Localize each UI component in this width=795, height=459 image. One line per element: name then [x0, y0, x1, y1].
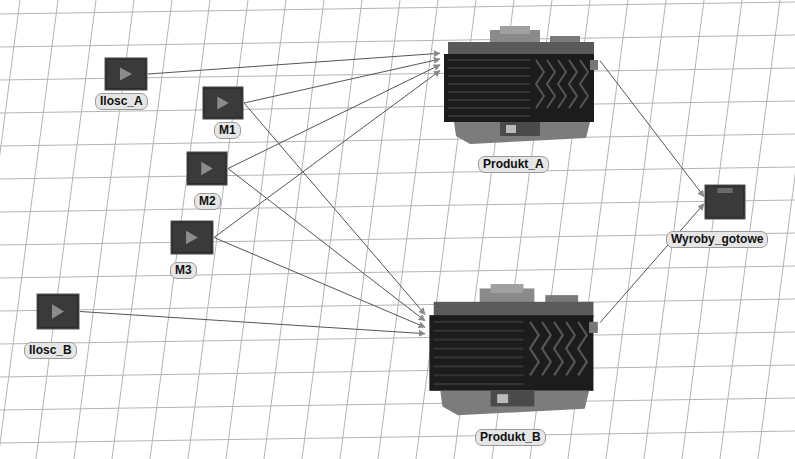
block-label: Wyroby_gotowe [666, 231, 768, 248]
grid-line [378, 0, 438, 459]
machine-block: Produkt_B [425, 284, 600, 422]
block-icon [440, 26, 600, 150]
source-block: Ilosc_A [104, 57, 148, 91]
grid-line [0, 332, 795, 344]
flow-connector [228, 169, 425, 321]
grid-line [0, 431, 795, 443]
flow-connector [244, 59, 440, 103]
grid-line [0, 0, 20, 459]
block-icon [704, 184, 746, 220]
grid-line [0, 398, 795, 410]
grid-line [302, 0, 362, 459]
block-label: M3 [170, 262, 197, 279]
block-label: Ilosc_A [95, 93, 148, 110]
block-label: Produkt_B [475, 429, 546, 446]
block-icon [425, 284, 600, 422]
flow-connector [148, 53, 440, 74]
grid-line [0, 2, 795, 14]
block-icon [186, 151, 228, 186]
source-block: M1 [202, 86, 244, 120]
grid-line [340, 0, 400, 459]
grid-line [0, 134, 795, 146]
flow-connector [214, 71, 440, 238]
grid-line [606, 0, 666, 459]
grid-line [0, 299, 795, 311]
grid-line [150, 0, 210, 459]
flow-connector [600, 204, 704, 323]
block-label: M1 [214, 122, 241, 139]
block-icon [104, 57, 148, 91]
flow-connector [80, 312, 425, 334]
flow-connector [228, 65, 440, 169]
grid-line [0, 200, 795, 212]
grid-line [226, 0, 286, 459]
grid-line [0, 35, 795, 47]
block-icon [170, 220, 214, 255]
grid-line [264, 0, 324, 459]
sink-block: Wyroby_gotowe [704, 184, 746, 220]
grid-line [644, 0, 704, 459]
block-label: Produkt_A [478, 156, 549, 173]
block-label: M2 [194, 193, 221, 210]
flow-connector [214, 238, 425, 328]
flow-connector [244, 103, 425, 314]
source-block: M2 [186, 151, 228, 186]
source-block: M3 [170, 220, 214, 255]
block-icon [36, 293, 80, 330]
grid-line [0, 365, 795, 377]
machine-block: Produkt_A [440, 26, 600, 150]
grid-line [0, 266, 795, 278]
flow-connector [600, 61, 704, 197]
block-label: Ilosc_B [24, 342, 77, 359]
source-block: Ilosc_B [36, 293, 80, 330]
grid-line [0, 0, 58, 459]
block-icon [202, 86, 244, 120]
grid-line [0, 167, 795, 179]
grid-line [36, 0, 96, 459]
